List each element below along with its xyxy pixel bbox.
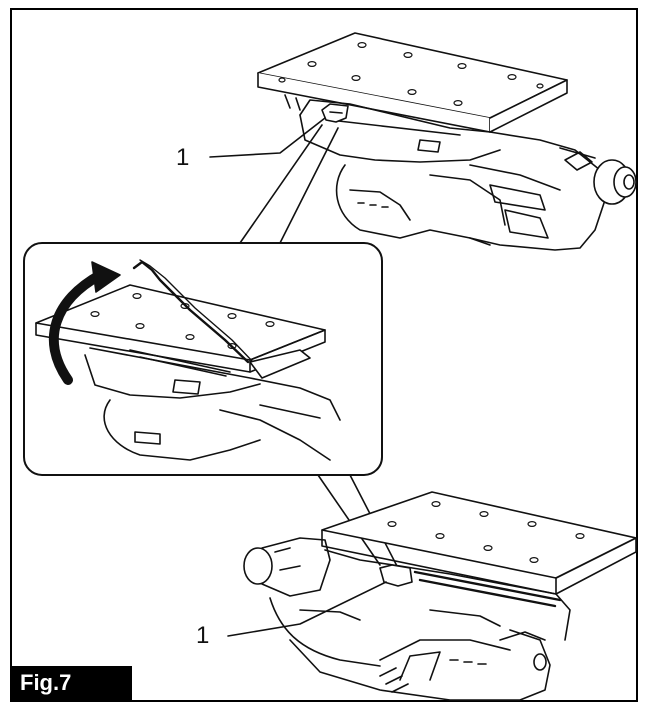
callout-leader-bottom: [227, 581, 387, 637]
plate-screw-holes: [278, 41, 544, 106]
callout-label-bottom: 1: [196, 622, 210, 649]
bottom-tool-view: [243, 491, 637, 701]
callout-leader-top: [209, 117, 326, 158]
figure-label: Fig.7: [12, 666, 132, 700]
callout-label-top: 1: [176, 144, 190, 171]
inset-screw-holes: [90, 293, 275, 350]
zoom-line-left: [239, 124, 323, 244]
zoom-line-right: [279, 127, 339, 244]
inset-detail: [23, 242, 383, 476]
top-tool-view: [257, 32, 637, 251]
bottom-plate-screw-holes: [387, 501, 585, 563]
